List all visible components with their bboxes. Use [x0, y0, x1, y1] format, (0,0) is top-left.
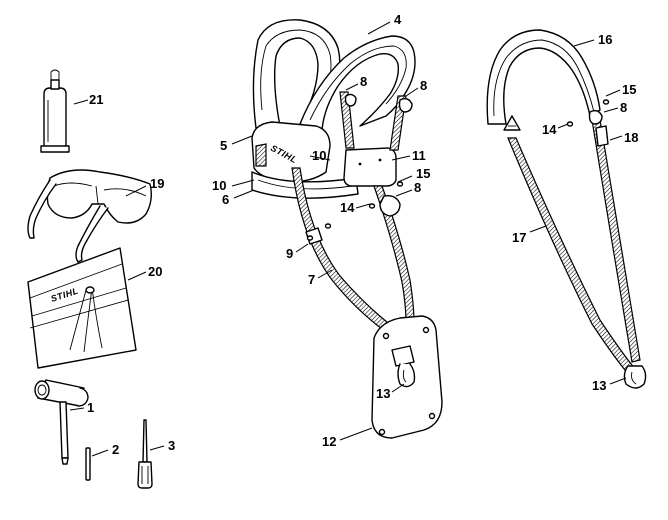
- label-21: 21: [89, 92, 103, 107]
- label-12: 12: [322, 434, 336, 449]
- label-5: 5: [220, 138, 227, 153]
- grease-tube: [40, 69, 70, 153]
- leader-lines: [69, 21, 627, 457]
- label-18: 18: [624, 130, 638, 145]
- label-20: 20: [148, 264, 162, 279]
- label-8c: 8: [414, 180, 421, 195]
- label-17: 17: [512, 230, 526, 245]
- label-4: 4: [394, 12, 402, 27]
- label-19: 19: [150, 176, 164, 191]
- label-10b: 10: [312, 148, 326, 163]
- label-8d: 8: [620, 100, 627, 115]
- label-10a: 10: [212, 178, 226, 193]
- label-1: 1: [87, 400, 94, 415]
- label-3: 3: [168, 438, 175, 453]
- label-13a: 13: [376, 386, 390, 401]
- label-15b: 15: [622, 82, 636, 97]
- full-harness: STIHL: [251, 19, 443, 439]
- label-9: 9: [286, 246, 293, 261]
- shoulder-strap: [486, 29, 647, 389]
- combination-wrench: [34, 379, 89, 465]
- label-16: 16: [598, 32, 612, 47]
- label-14b: 14: [542, 122, 557, 137]
- label-13b: 13: [592, 378, 606, 393]
- tool-pouch: STIHL: [27, 247, 137, 369]
- label-11: 11: [412, 148, 426, 163]
- label-8b: 8: [420, 78, 427, 93]
- label-8a: 8: [360, 74, 367, 89]
- label-7: 7: [308, 272, 315, 287]
- safety-glasses: [27, 169, 153, 263]
- label-15a: 15: [416, 166, 430, 181]
- screwdriver: [137, 419, 153, 489]
- pin: [85, 447, 91, 481]
- label-14a: 14: [340, 200, 355, 215]
- label-6: 6: [222, 192, 229, 207]
- label-2: 2: [112, 442, 119, 457]
- callout-labels: 21 19 20 1 2 3 4 5 10 6 10 8 8 11 15 8 1…: [87, 12, 638, 457]
